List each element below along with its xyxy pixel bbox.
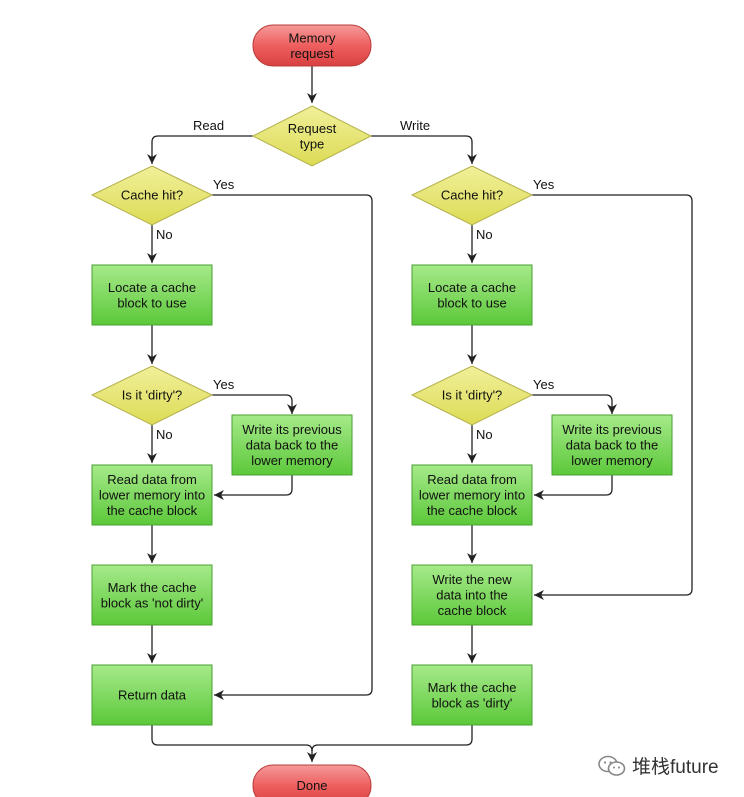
node-label-line: lower memory into	[99, 488, 205, 503]
node-label-line: Read data from	[427, 472, 517, 487]
node-label-line: lower memory	[571, 453, 653, 468]
done-terminal: Done	[252, 764, 372, 797]
write-cache-hit-decision: Cache hit?	[410, 165, 534, 226]
node-label-line: Write the new	[432, 572, 512, 587]
edge-read-hit-yes	[212, 194, 373, 700]
read-return-data-label: Return data	[118, 688, 187, 703]
node-label-line: Locate a cache	[428, 280, 516, 295]
edge-write-hit-yes	[532, 194, 693, 600]
read-dirty-decision: Is it 'dirty'?	[90, 365, 214, 426]
edge-label-write-dirty-no: No	[476, 427, 493, 442]
edge-label-read: Read	[193, 118, 224, 133]
node-label-line: Write its previous	[242, 422, 342, 437]
watermark: 堆栈future	[598, 752, 719, 779]
edge-label-write-dirty-yes: Yes	[533, 377, 555, 392]
write-dirty-label: Is it 'dirty'?	[442, 388, 503, 403]
node-label-line: Return data	[118, 688, 187, 703]
node-label-line: data back to the	[566, 438, 659, 453]
read-return-data: Return data	[91, 664, 213, 726]
node-label-line: block to use	[117, 295, 186, 310]
edge-write-writeback-to-readdata	[534, 475, 613, 500]
node-label-line: block as 'dirty'	[432, 695, 513, 710]
node-label-line: data back to the	[246, 438, 339, 453]
node-label-line: Cache hit?	[441, 188, 503, 203]
edge-request-read	[147, 135, 253, 164]
node-label-line: Memory	[289, 30, 336, 45]
watermark-text: 堆栈future	[632, 757, 719, 778]
wechat-icon	[598, 755, 626, 776]
node-label-line: Done	[296, 778, 327, 793]
edge-labels: Read Write Yes No Yes No Yes No Yes No	[156, 118, 555, 442]
node-label-line: Cache hit?	[121, 188, 183, 203]
node-label-line: type	[300, 136, 325, 151]
node-label-line: Read data from	[107, 472, 197, 487]
read-cache-hit-label: Cache hit?	[121, 188, 183, 203]
edge-request-write	[371, 135, 477, 164]
node-label-line: Mark the cache	[428, 680, 517, 695]
node-label-line: lower memory into	[419, 488, 525, 503]
edge-write-dirty-yes	[532, 394, 617, 414]
node-label-line: block as 'not dirty'	[101, 595, 204, 610]
node-label-line: Request	[288, 121, 337, 136]
node-label-line: Is it 'dirty'?	[442, 388, 503, 403]
node-label-line: data into the	[436, 588, 508, 603]
edge-label-write-hit-no: No	[476, 227, 493, 242]
edge-read-dirty-yes	[212, 394, 297, 414]
edge-label-write-hit-yes: Yes	[533, 177, 555, 192]
edge-label-read-hit-yes: Yes	[213, 177, 235, 192]
node-label-line: the cache block	[107, 503, 198, 518]
edge-write-mark-to-done	[311, 725, 473, 752]
node-label-line: the cache block	[427, 503, 518, 518]
edges	[147, 66, 693, 762]
node-label-line: request	[290, 46, 334, 61]
node-label-line: lower memory	[251, 453, 333, 468]
read-dirty-label: Is it 'dirty'?	[122, 388, 183, 403]
read-cache-hit-decision: Cache hit?	[90, 165, 214, 226]
write-cache-hit-label: Cache hit?	[441, 188, 503, 203]
write-dirty-decision: Is it 'dirty'?	[410, 365, 534, 426]
edge-label-read-hit-no: No	[156, 227, 173, 242]
node-label-line: Mark the cache	[108, 580, 197, 595]
done-terminal-label: Done	[296, 778, 327, 793]
node-label-line: Locate a cache	[108, 280, 196, 295]
edge-label-write: Write	[400, 118, 430, 133]
node-label-line: block to use	[437, 295, 506, 310]
edge-read-writeback-to-readdata	[214, 475, 293, 500]
edge-label-read-dirty-yes: Yes	[213, 377, 235, 392]
edge-read-return-to-done	[151, 725, 317, 762]
node-label-line: Is it 'dirty'?	[122, 388, 183, 403]
node-label-line: cache block	[438, 603, 507, 618]
node-label-line: Write its previous	[562, 422, 662, 437]
edge-label-read-dirty-no: No	[156, 427, 173, 442]
